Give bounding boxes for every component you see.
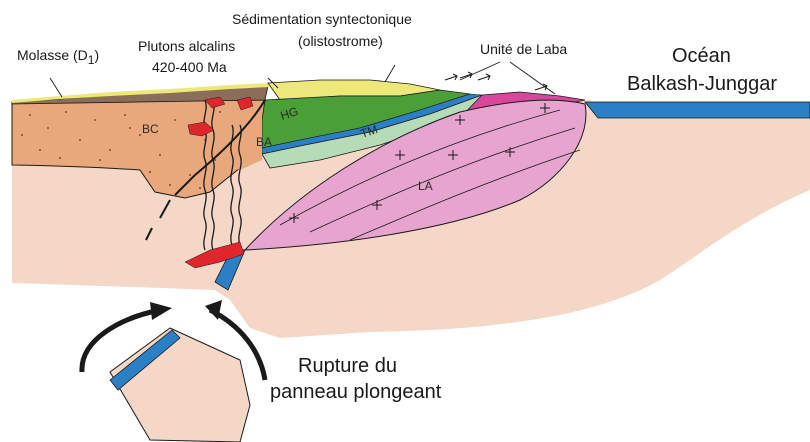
unit-label-ba: BA [256, 135, 272, 149]
arrow-head-left [150, 302, 172, 320]
unit-label-bc: BC [142, 122, 159, 136]
label-rupture-2: panneau plongeant [270, 381, 442, 403]
label-ocean-2: Balkash-Junggar [627, 73, 777, 95]
ocean-crust [585, 102, 810, 118]
label-molasse: Molasse (D1) [17, 47, 99, 67]
unit-label-la: LA [418, 179, 433, 193]
label-sedimentation-1: Sédimentation syntectonique [232, 11, 412, 27]
label-rupture-1: Rupture du [298, 355, 397, 377]
label-plutons-2: 420-400 Ma [152, 59, 227, 75]
label-laba: Unité de Laba [480, 41, 567, 57]
detached-slab [110, 328, 250, 442]
label-plutons-1: Plutons alcalins [138, 38, 235, 54]
surface-arrows [445, 72, 547, 90]
label-ocean-1: Océan [672, 45, 731, 67]
label-sedimentation-2: (olistostrome) [298, 33, 383, 49]
